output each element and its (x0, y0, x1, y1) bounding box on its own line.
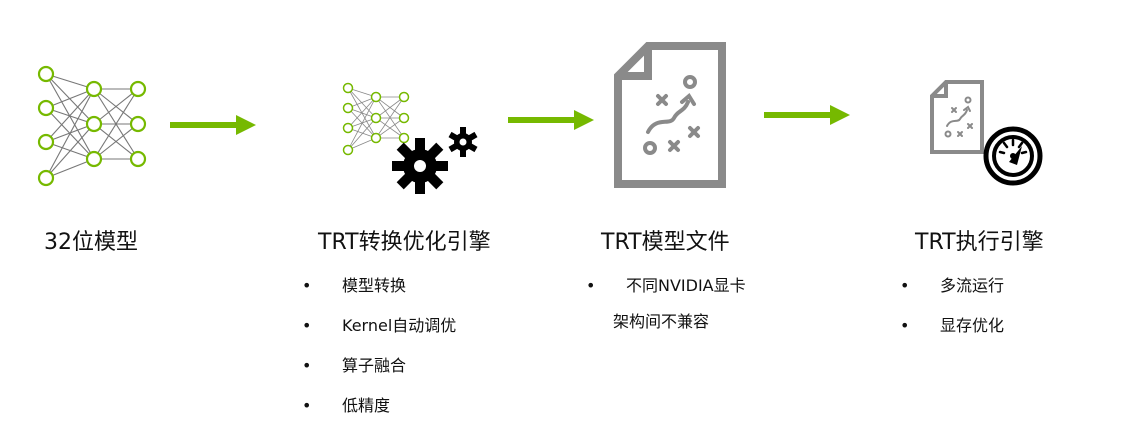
list-item: • Kernel自动调优 (302, 316, 522, 336)
document-speedometer-icon (930, 80, 1043, 186)
list-item: • 显存优化 (900, 316, 1100, 336)
bullet-text: Kernel自动调优 (342, 316, 457, 335)
bullet-text: 算子融合 (342, 356, 407, 375)
flow-arrow (170, 115, 256, 135)
bullet-text: 显存优化 (940, 316, 1005, 335)
list-item: • 算子融合 (302, 356, 522, 376)
bullet-dot: • (302, 316, 312, 335)
network-gears-icon (342, 82, 478, 194)
bullet-dot: • (900, 316, 910, 335)
bullet-text: 架构间不兼容 (613, 312, 710, 331)
strategy-document-icon (614, 42, 726, 188)
bullet-dot: • (900, 276, 910, 295)
bullet-text: 低精度 (342, 396, 391, 415)
list-item: • 多流运行 (900, 276, 1100, 296)
bullet-dot: • (302, 396, 312, 415)
bullet-text: 多流运行 (940, 276, 1005, 295)
stage-title: TRT执行引擎 (915, 230, 1044, 255)
stage-bullet-list: • 模型转换 • Kernel自动调优 • 算子融合 • 低精度 (302, 276, 522, 416)
bullet-dot: • (302, 276, 312, 295)
list-item: • 不同NVIDIA显卡 架构间不兼容 (586, 276, 806, 336)
stage-bullet-list: • 多流运行 • 显存优化 (900, 276, 1100, 336)
stage-title: 32位模型 (44, 230, 138, 255)
stage-bullet-list: • 不同NVIDIA显卡 架构间不兼容 (586, 276, 806, 336)
list-item: • 低精度 (302, 396, 522, 416)
stage-title: TRT转换优化引擎 (318, 230, 491, 255)
bullet-text: 模型转换 (342, 276, 407, 295)
bullet-text: 不同NVIDIA显卡 (626, 276, 746, 295)
neural-network-icon (37, 65, 147, 187)
bullet-dot: • (302, 356, 312, 375)
stage-title: TRT模型文件 (601, 230, 730, 255)
list-item: • 模型转换 (302, 276, 522, 296)
flow-arrow (508, 110, 594, 130)
flow-arrow (764, 105, 850, 125)
bullet-dot: • (586, 276, 596, 295)
